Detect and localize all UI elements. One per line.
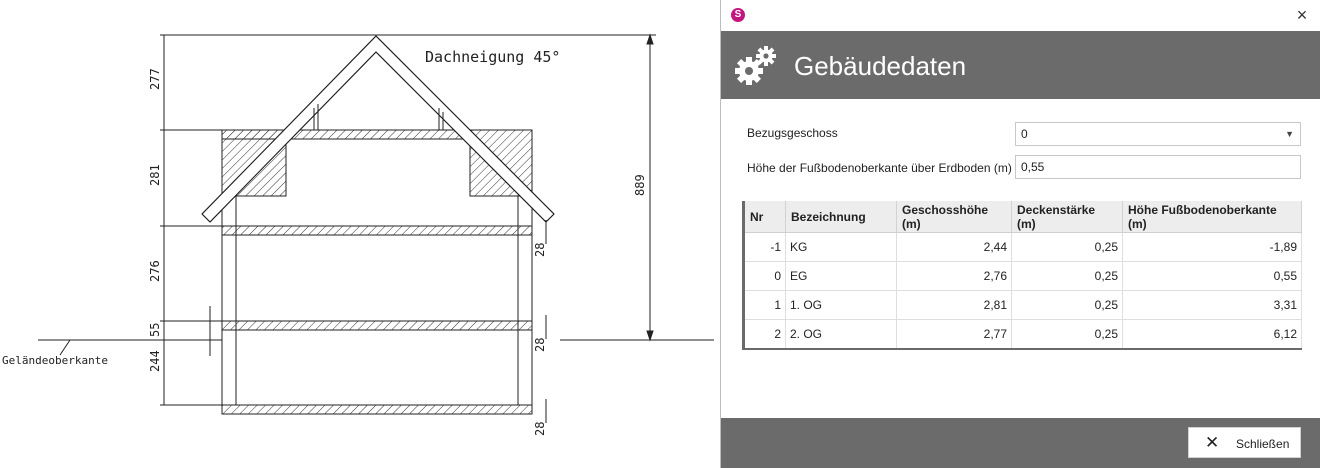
cell-floor-level[interactable]: -1,89 [1122,232,1302,262]
cell-nr[interactable]: -1 [743,232,786,262]
column-header-nr[interactable]: Nr [743,201,786,233]
roof-pitch-label: Dachneigung 45° [425,48,560,66]
column-header-floor-level[interactable]: Höhe Fußbodenoberkante (m) [1122,201,1302,233]
column-header-slab-thickness[interactable]: Deckenstärke (m) [1011,201,1123,233]
table-row[interactable]: 1 1. OG 2,81 0,25 3,31 [743,290,1302,320]
cell-name[interactable]: EG [785,261,897,291]
cell-name[interactable]: 1. OG [785,290,897,320]
column-header-storey-height[interactable]: Geschosshöhe (m) [896,201,1012,233]
close-icon: ✕ [1205,433,1220,452]
reference-floor-select[interactable]: 0 ▼ [1015,122,1301,146]
cell-name[interactable]: KG [785,232,897,262]
total-height-label: 889 [633,174,647,196]
cell-nr[interactable]: 0 [743,261,786,291]
table-header-row: Nr Bezeichnung Geschosshöhe (m) Deckenst… [743,201,1302,233]
building-section-drawing: Dachneigung 45° Geländeoberkante 277 281… [2,33,714,436]
cell-nr[interactable]: 1 [743,290,786,320]
cell-slab-thickness[interactable]: 0,25 [1011,290,1123,320]
table-row[interactable]: 0 EG 2,76 0,25 0,55 [743,261,1302,291]
dimension-label: 277 [148,68,162,90]
gears-icon [735,46,776,85]
dialog-header: Gebäudedaten [721,31,1320,99]
app-logo-icon: S [731,8,745,22]
window-titlebar: S × [721,0,1320,31]
slab-thickness-label: 28 [533,422,547,436]
dimension-label: 55 [148,323,162,337]
cell-name[interactable]: 2. OG [785,319,897,350]
dimension-label: 244 [148,350,162,372]
reference-floor-value: 0 [1021,127,1028,141]
column-header-name[interactable]: Bezeichnung [785,201,897,233]
floor-table: Nr Bezeichnung Geschosshöhe (m) Deckenst… [742,201,1302,350]
cell-floor-level[interactable]: 3,31 [1122,290,1302,320]
cell-storey-height[interactable]: 2,81 [896,290,1012,320]
cell-storey-height[interactable]: 2,76 [896,261,1012,291]
cell-nr[interactable]: 2 [743,319,786,350]
cell-slab-thickness[interactable]: 0,25 [1011,319,1123,350]
floor-height-input[interactable]: 0,55 [1015,155,1301,179]
dimension-label: 276 [148,260,162,282]
dialog-footer: ✕ Schließen [721,418,1320,468]
ground-level-label: Geländeoberkante [2,354,108,367]
reference-floor-label: Bezugsgeschoss [747,126,838,140]
dropdown-arrow-icon: ▼ [1285,129,1294,139]
floor-height-label: Höhe der Fußbodenoberkante über Erdboden… [747,161,1012,175]
window-close-icon[interactable]: × [1296,5,1308,25]
table-row[interactable]: -1 KG 2,44 0,25 -1,89 [743,232,1302,262]
slab-thickness-label: 28 [533,243,547,257]
close-button[interactable]: ✕ Schließen [1188,427,1301,458]
cell-slab-thickness[interactable]: 0,25 [1011,232,1123,262]
cell-floor-level[interactable]: 6,12 [1122,319,1302,350]
dialog-title: Gebäudedaten [794,51,967,81]
cell-storey-height[interactable]: 2,44 [896,232,1012,262]
cell-floor-level[interactable]: 0,55 [1122,261,1302,291]
cell-slab-thickness[interactable]: 0,25 [1011,261,1123,291]
close-button-label: Schließen [1236,437,1290,451]
dimension-label: 281 [148,164,162,186]
slab-thickness-label: 28 [533,338,547,352]
table-row[interactable]: 2 2. OG 2,77 0,25 6,12 [743,319,1302,350]
building-data-dialog: S × Gebäudedaten Bezugsgeschoss 0 ▼ [720,0,1320,468]
cell-storey-height[interactable]: 2,77 [896,319,1012,350]
